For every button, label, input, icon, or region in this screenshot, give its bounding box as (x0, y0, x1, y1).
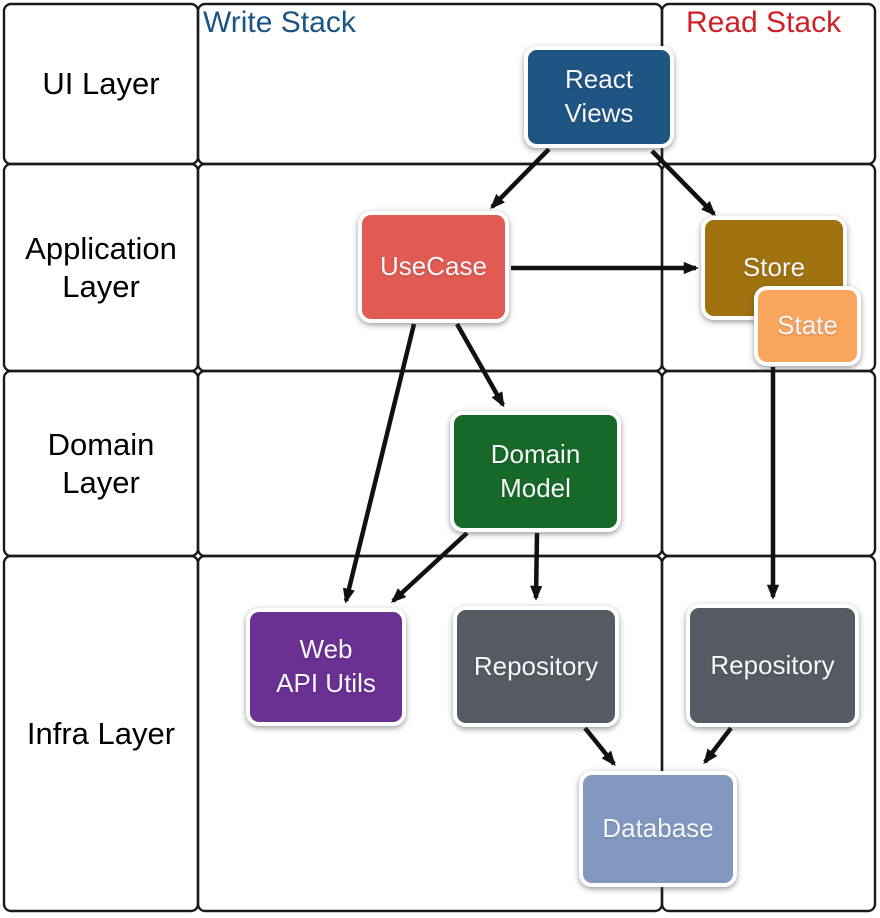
row-label-ui-layer: UI Layer (42, 66, 160, 102)
column-header-read-stack: Read Stack (686, 6, 842, 39)
edge-repository-read-to-database (703, 726, 733, 765)
row-label-application-layer: Application Layer (25, 230, 177, 304)
column-header-write-stack: Write Stack (203, 6, 356, 39)
row-label-domain-layer: Domain Layer (47, 426, 155, 500)
node-domain-model: Domain Model (450, 411, 621, 532)
edge-domain-model-to-repository (530, 532, 543, 601)
node-repository-read: Repository (686, 604, 859, 727)
node-state: State (754, 286, 861, 366)
grid-cell (660, 554, 877, 913)
edge-domain-model-to-web-api-utils (390, 531, 469, 603)
edge-usecase-to-domain-model (455, 322, 505, 408)
node-react-views: React Views (524, 46, 674, 148)
edge-repository-write-to-database (583, 726, 616, 767)
edge-react-views-to-store (650, 149, 716, 216)
row-label-infra-layer: Infra Layer (26, 715, 176, 751)
node-usecase: UseCase (358, 211, 509, 323)
grid-cell (660, 369, 877, 558)
edge-react-views-to-usecase (490, 147, 551, 209)
node-database: Database (579, 771, 737, 887)
edge-usecase-to-web-api-utils (342, 323, 417, 604)
node-web-api-utils: Web API Utils (246, 608, 406, 726)
node-repository-write: Repository (453, 606, 619, 727)
